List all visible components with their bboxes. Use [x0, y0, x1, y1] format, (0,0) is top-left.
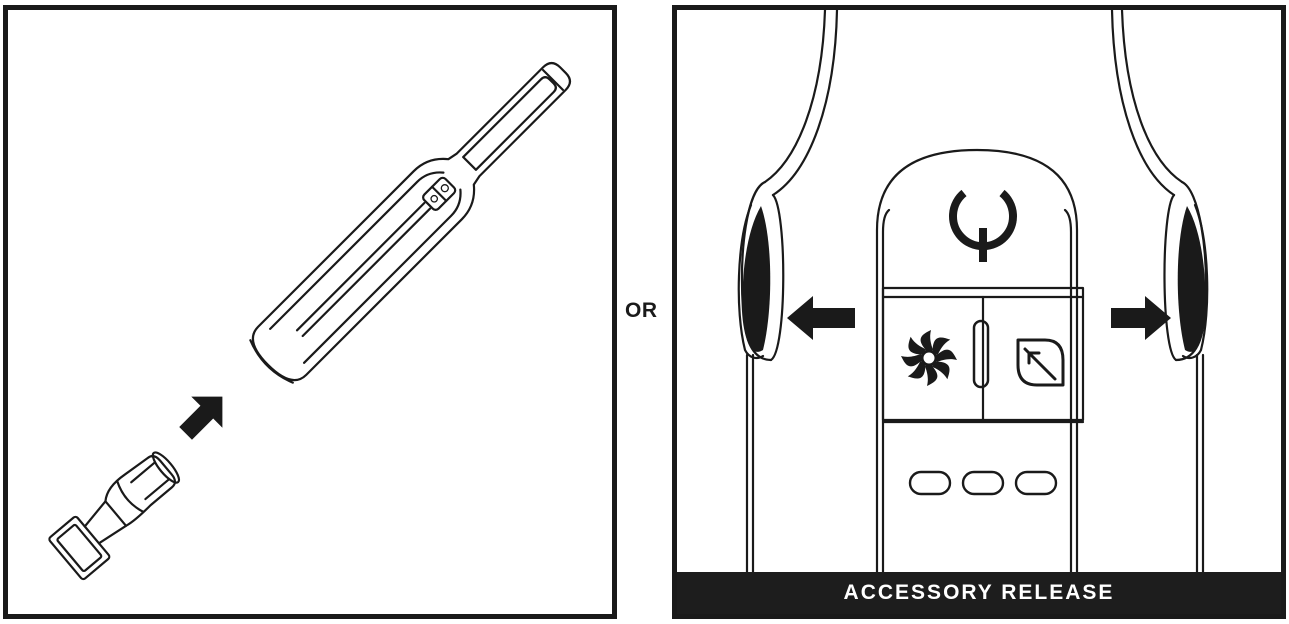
release-button-left — [742, 206, 771, 352]
body-left-contour — [737, 10, 839, 577]
attach-accessory-panel — [3, 5, 617, 619]
arrow-right-icon — [1111, 296, 1171, 340]
or-divider-label: OR — [625, 299, 658, 322]
oval-button-3 — [1014, 470, 1058, 496]
body-right-contour — [1110, 10, 1209, 577]
accessory-tool — [48, 451, 181, 581]
eco-leaf-icon — [1016, 338, 1065, 387]
handheld-vacuum — [249, 61, 572, 384]
accessory-release-panel: ACCESSORY RELEASE — [672, 5, 1286, 619]
oval-button-2 — [961, 470, 1005, 496]
turbo-fan-icon — [901, 330, 957, 386]
accessory-release-caption: ACCESSORY RELEASE — [677, 572, 1281, 614]
arrow-left-icon — [787, 296, 855, 340]
control-handle — [875, 148, 1085, 577]
mode-switch — [972, 319, 990, 389]
attach-accessory-illustration — [48, 61, 572, 581]
release-button-right — [1177, 206, 1206, 352]
arrow-insert-icon — [179, 396, 223, 440]
handle-closeup-illustration — [737, 10, 1209, 577]
power-icon — [949, 189, 1017, 262]
oval-button-1 — [908, 470, 952, 496]
